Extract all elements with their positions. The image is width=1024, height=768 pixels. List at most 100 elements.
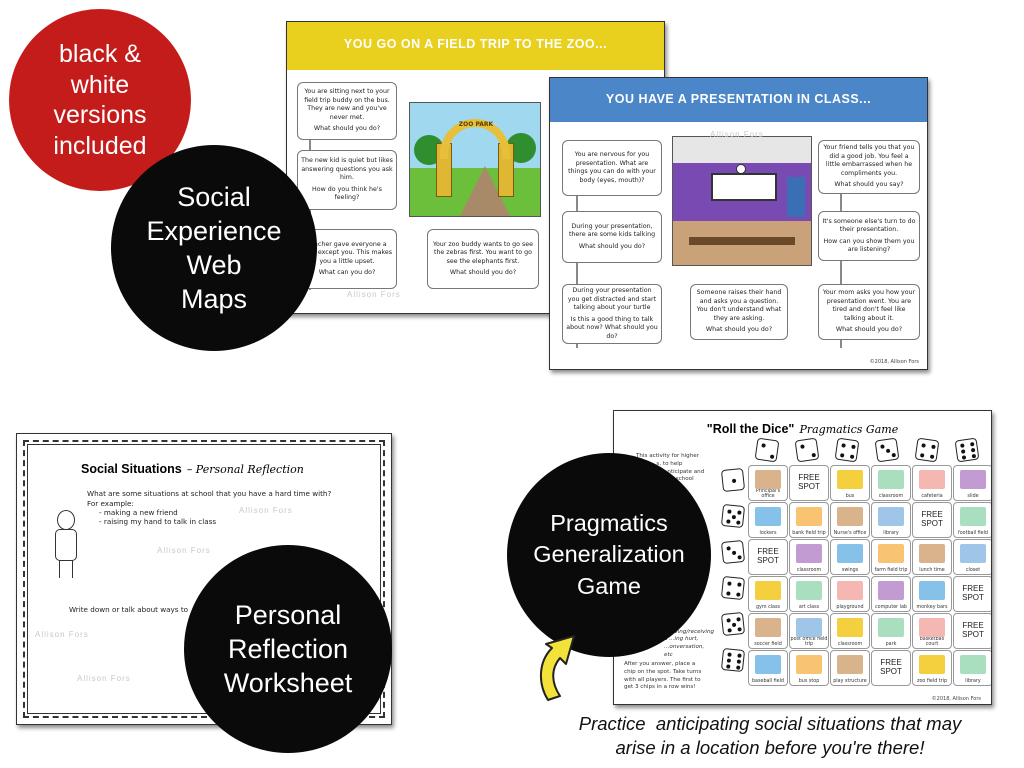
student-body: [55, 529, 77, 561]
die-pip: [737, 653, 742, 658]
die-pip: [849, 454, 855, 460]
free-spot-label: FREE: [962, 584, 984, 594]
die-pip: [841, 443, 846, 448]
location-label: bus: [845, 494, 855, 499]
zoo-box-3-question: What can you do?: [318, 269, 376, 276]
badge-line: black &: [59, 40, 141, 68]
location-cell: farm field trip: [871, 539, 911, 575]
die-pip: [737, 582, 742, 587]
die-pip: [961, 455, 967, 460]
free-spot-label: FREE: [962, 621, 984, 631]
class-box-2-question: What should you do?: [578, 242, 646, 250]
die-pip: [726, 591, 731, 596]
die-icon: [754, 437, 780, 463]
location-picture: [755, 581, 781, 600]
free-spot-label: FREE: [757, 547, 779, 557]
location-picture: [837, 655, 863, 674]
location-cell: Nurse's office: [830, 502, 870, 538]
classroom-shelf: [787, 177, 805, 217]
watermark: Allison Fors: [157, 546, 211, 555]
location-picture: [837, 544, 863, 563]
location-label: basketball court: [919, 637, 945, 647]
reflection-example-2: - raising my hand to talk in class: [99, 517, 217, 526]
reflection-subtitle: – Personal Reflection: [186, 463, 304, 476]
black-white-badge-text: black & white versions included: [53, 39, 146, 161]
die-pip: [929, 454, 935, 460]
location-picture: [796, 655, 822, 674]
location-picture: [878, 581, 904, 600]
student-head: [57, 510, 75, 530]
location-picture: [878, 507, 904, 526]
location-cell: library: [953, 650, 991, 686]
reflection-example-1: - making a new friend: [99, 508, 178, 517]
die-pip: [970, 447, 976, 453]
location-label: zoo field trip: [916, 679, 948, 684]
location-picture: [878, 618, 904, 637]
zoo-box-2: The new kid is quiet but likes answering…: [297, 150, 397, 210]
location-picture: [837, 618, 863, 637]
die-pip: [736, 665, 741, 670]
die-pip: [885, 448, 891, 454]
die-pip: [769, 454, 775, 460]
location-cell: park: [871, 613, 911, 649]
caption-line-2: arise in a location before you're there!: [615, 736, 925, 758]
location-cell: bus: [830, 465, 870, 501]
location-label: Nurse's office: [833, 531, 867, 536]
die-pip: [921, 443, 926, 448]
die-pip: [726, 664, 731, 669]
class-box-2-text: During your presentation, there are some…: [568, 222, 656, 239]
location-picture: [796, 507, 822, 526]
die-icon: [834, 437, 860, 463]
die-pip: [761, 443, 766, 448]
location-picture: [755, 507, 781, 526]
reflection-prompt: Write down or talk about ways to: [69, 605, 189, 614]
location-label: lunch time: [919, 568, 945, 573]
class-sheet-copyright: ©2018, Allison Fors: [869, 359, 919, 365]
free-spot-label: SPOT: [921, 518, 943, 528]
badge-line: Personal: [234, 599, 342, 630]
location-label: library: [883, 531, 899, 536]
class-box-4: Someone raises their hand and asks you a…: [690, 284, 788, 340]
free-spot-label: FREE: [921, 510, 943, 520]
location-label: slide: [967, 494, 979, 499]
connector-line: [576, 188, 578, 348]
location-cell: art class: [789, 576, 829, 612]
location-picture: [796, 544, 822, 563]
die-icon: [720, 467, 746, 493]
die-pip: [919, 453, 925, 458]
location-cell: zoo field trip: [912, 650, 952, 686]
zoo-box-2-text: The new kid is quiet but likes answering…: [301, 157, 393, 182]
location-cell: gym class: [748, 576, 788, 612]
reflection-border-inner: [27, 444, 381, 714]
die-pip: [727, 581, 732, 586]
class-box-5: Your friend tells you that you did a goo…: [818, 140, 920, 194]
badge-line: Experience: [146, 215, 282, 246]
zoo-box-4-question: What should you do?: [449, 269, 517, 276]
zoo-box-3-text: Teacher gave everyone a map except you. …: [301, 240, 393, 265]
die-pip: [736, 520, 741, 525]
location-cell: closet: [953, 539, 991, 575]
die-pip: [737, 555, 742, 560]
location-cell: swings: [830, 539, 870, 575]
zoo-gate-arch: [440, 119, 510, 159]
class-box-7: Your mom asks you how your presentation …: [818, 284, 920, 340]
game-instructions-bottom: After you answer, place a chip on the sp…: [624, 661, 702, 691]
class-box-1-text: You are nervous for you presentation. Wh…: [568, 151, 656, 184]
badge-line: Worksheet: [223, 668, 353, 699]
die-pip: [960, 443, 965, 448]
badge-line: included: [53, 131, 147, 160]
location-picture: [919, 655, 945, 674]
location-picture: [960, 544, 986, 563]
class-box-6: It's someone else's turn to do their pre…: [818, 211, 920, 261]
die-pip: [726, 618, 731, 623]
location-label: classroom: [878, 494, 904, 499]
curved-arrow-icon: [540, 635, 575, 701]
header-dice-row: [748, 437, 988, 463]
location-cell: cafeteria: [912, 465, 952, 501]
watermark: Allison Fors: [710, 130, 764, 139]
location-picture: [878, 544, 904, 563]
location-cell: classroom: [789, 539, 829, 575]
class-sheet-title: YOU HAVE A PRESENTATION IN CLASS...: [605, 92, 872, 106]
location-cell: post office field trip: [789, 613, 829, 649]
